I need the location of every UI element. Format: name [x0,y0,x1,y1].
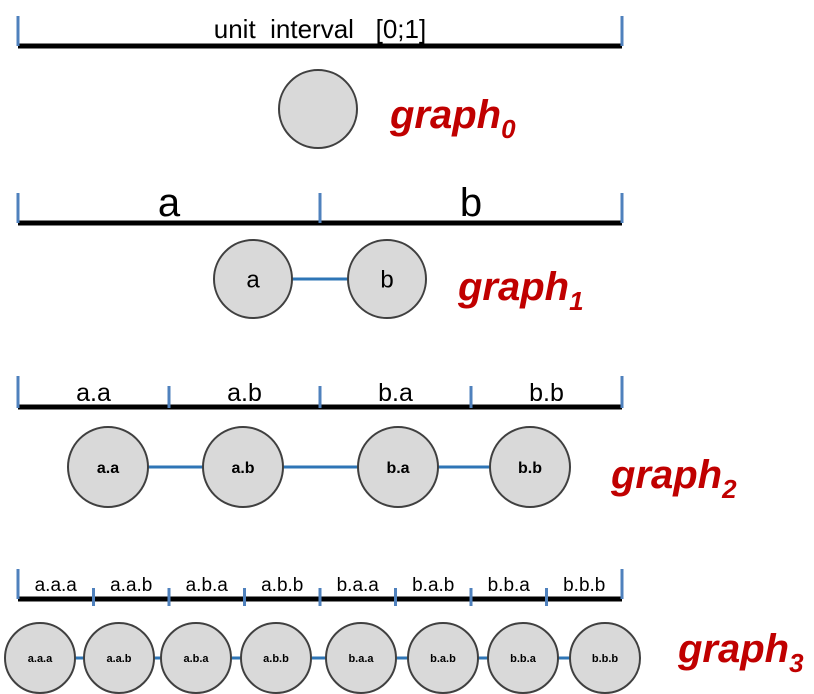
segment-label: b.a.b [412,575,454,596]
segment-label: a.a.a [35,575,78,596]
graph-name: graph [677,627,789,671]
graph-name-label: graph0 [389,93,516,144]
segment-label: b.a [378,379,413,407]
segment-label: a.a.b [110,575,152,596]
graph-node-label: b [380,267,393,294]
graph-node-label: a.a [97,460,119,477]
graph-node [407,622,479,694]
graph-node-label: a.b.a [183,653,209,665]
row-1: a b a b graph1 [16,181,624,319]
segment-label: a.b [227,379,262,407]
row-0: unit interval [0;1] graph0 [16,14,624,149]
graph-node [278,69,358,149]
graph-node-label: a.b.b [263,653,289,665]
row-3: a.a.a a.a.b a.b.a a.b.b b.a.a b.a.b b.b.a b.b.b… [4,569,804,694]
graph-node [489,426,571,508]
graph-node [213,239,293,319]
graph-node-label: a.a.a [28,653,53,665]
graph-node [357,426,439,508]
graph-node [325,622,397,694]
graph-node-label: a.a.b [106,653,131,665]
graph-index-subscript: 1 [569,286,583,316]
graph-name-label: graph3 [677,627,804,678]
graph-node-label: a.b [231,460,254,477]
graph-node-label: b.b.a [510,653,537,665]
graph-node [160,622,232,694]
segment-label: a [158,181,181,225]
segment-label: b [460,181,482,225]
graph-index-subscript: 2 [721,474,737,504]
segment-label: b.a.a [337,575,380,596]
segment-label: b.b.b [563,575,605,596]
segment-label: a.b.a [186,575,229,596]
graph-node [202,426,284,508]
graph-node-label: b.a [386,460,409,477]
graph-name: graph [389,93,501,137]
graph-node-label: b.a.b [430,653,456,665]
graph-index-subscript: 0 [501,114,516,144]
graph-index-subscript: 3 [789,648,804,678]
interval-label: unit interval [0;1] [214,14,426,44]
graph-node [487,622,559,694]
row-2: a.a a.b b.a b.b a.a a.b b.a b.b graph2 [16,376,737,508]
segment-label: b.b [529,379,564,407]
graph-node-label: b.b [518,460,542,477]
graph-name: graph [610,453,722,497]
segment-label: b.b.a [488,575,531,596]
graph-node [569,622,641,694]
graph-node [4,622,76,694]
graph-node-label: b.a.a [348,653,374,665]
graph-node-label: b.b.b [592,653,619,665]
segment-label: a.b.b [261,575,303,596]
graph-name-label: graph1 [457,265,584,316]
graph-name-label: graph2 [610,453,737,504]
graph-node [67,426,149,508]
graph-node-label: a [246,267,260,294]
segment-label: a.a [76,379,111,407]
graph-node [347,239,427,319]
graph-node [83,622,155,694]
graph-name: graph [457,265,569,309]
graph-node [240,622,312,694]
